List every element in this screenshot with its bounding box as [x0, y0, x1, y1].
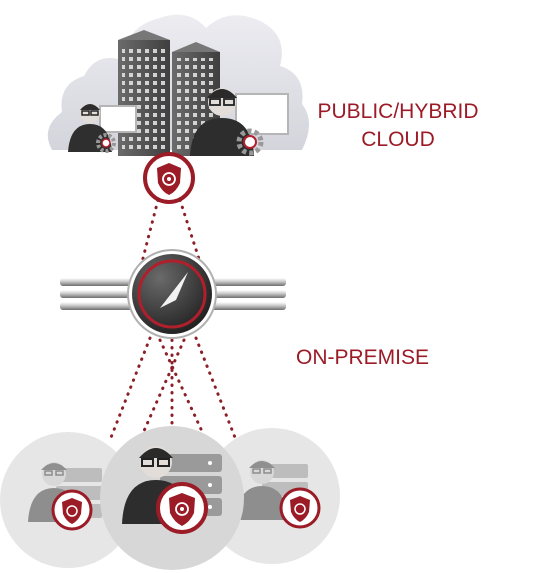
- gear-icon: [96, 133, 116, 153]
- cloud-label-line2: CLOUD: [361, 128, 435, 151]
- security-shield-icon: [156, 482, 208, 534]
- user-with-glasses-icon: [236, 460, 288, 520]
- cloud-label-line1: PUBLIC/HYBRID: [317, 100, 479, 123]
- on-premise-label: ON-PREMISE: [296, 346, 430, 369]
- user-with-glasses-icon: [68, 103, 137, 152]
- on-premise-node-right: [204, 428, 340, 564]
- on-premise-node-left: [0, 432, 136, 568]
- right-connector: [194, 278, 286, 310]
- security-shield-icon: [279, 487, 321, 529]
- security-shield-icon: [143, 152, 195, 204]
- gear-icon: [236, 128, 264, 156]
- security-shield-icon: [51, 489, 93, 531]
- gateway-hub-icon: [60, 249, 286, 339]
- public-hybrid-cloud-label: PUBLIC/HYBRID CLOUD: [298, 98, 498, 154]
- on-premise-node-center: [100, 426, 244, 570]
- connection-lines: [108, 198, 238, 442]
